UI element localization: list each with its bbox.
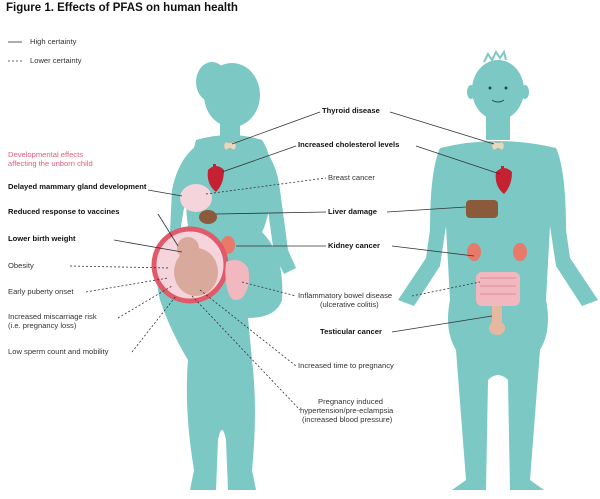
label-breast-cancer: Breast cancer — [328, 173, 375, 182]
label-preg-1: Pregnancy induced — [318, 397, 384, 406]
male-face — [488, 86, 508, 103]
label-cholesterol: Increased cholesterol levels — [298, 140, 400, 149]
label-liver: Liver damage — [328, 207, 377, 216]
female-figure — [157, 62, 296, 490]
label-ibd-1: Inflammatory bowel disease — [298, 291, 393, 300]
developmental-heading-1: Developmental effects — [8, 150, 83, 159]
label-preg-2: hypertension/pre-eclampsia — [300, 406, 394, 415]
male-organs — [466, 141, 527, 335]
legend-lower-certainty: Lower certainty — [30, 56, 82, 65]
label-time-to-pregnancy: Increased time to pregnancy — [298, 361, 394, 370]
label-puberty: Early puberty onset — [8, 287, 74, 296]
label-mammary: Delayed mammary gland development — [8, 182, 147, 191]
label-miscarriage-2: (i.e. pregnancy loss) — [8, 321, 77, 330]
legend-high-certainty: High certainty — [30, 37, 77, 46]
figure-title: Figure 1. Effects of PFAS on human healt… — [6, 2, 238, 14]
label-obesity: Obesity — [8, 261, 34, 270]
label-birth-weight: Lower birth weight — [8, 234, 76, 243]
label-testicular: Testicular cancer — [320, 327, 382, 336]
label-ibd-2: (ulcerative colitis) — [320, 300, 379, 309]
label-kidney: Kidney cancer — [328, 241, 380, 250]
female-organs — [151, 141, 250, 304]
label-thyroid: Thyroid disease — [322, 106, 380, 115]
male-figure — [398, 49, 598, 490]
label-preg-3: (increased blood pressure) — [302, 415, 393, 424]
developmental-heading-2: affecting the unborn child — [8, 159, 93, 168]
label-miscarriage-1: Increased miscarriage risk — [8, 312, 97, 321]
leader-lines — [69, 111, 501, 411]
label-vaccines: Reduced response to vaccines — [8, 207, 120, 216]
label-sperm: Low sperm count and mobility — [8, 347, 109, 356]
